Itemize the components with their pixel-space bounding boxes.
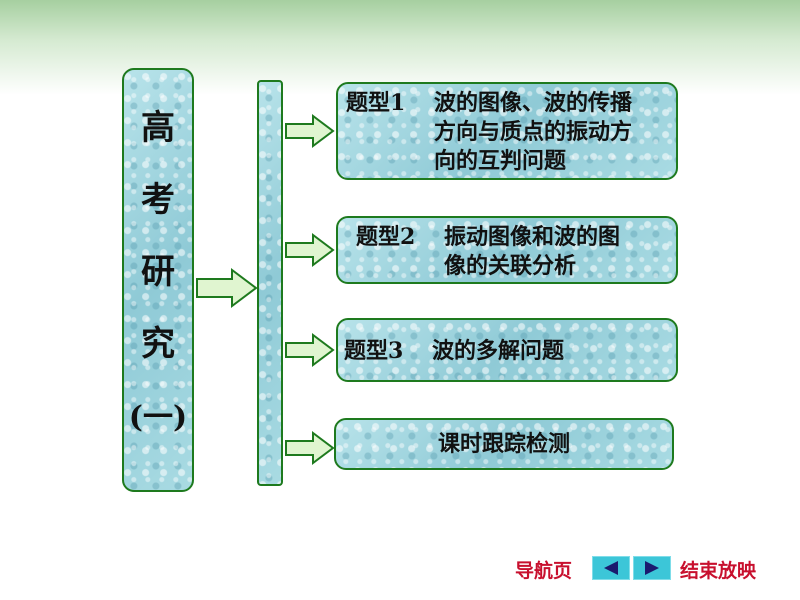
- topic-2-button[interactable]: 题型2 振动图像和波的图 像的关联分析: [336, 216, 678, 284]
- topic-text-line: 课时跟踪检测: [437, 431, 570, 457]
- right-arrow-icon: [285, 114, 335, 148]
- title-subtitle: (一): [128, 400, 188, 435]
- triangle-left-icon: [604, 561, 618, 575]
- right-arrow-icon: [196, 268, 258, 308]
- right-arrow-icon: [285, 233, 335, 267]
- topic-text-line: 振动图像和波的图: [444, 224, 621, 250]
- topic-label: 题型2: [356, 224, 416, 250]
- title-char: 考: [141, 180, 175, 220]
- section-title-panel: 高 考 研 究 (一): [122, 68, 194, 492]
- title-char: 研: [141, 252, 175, 292]
- topic-text-line: 方向与质点的振动方: [434, 119, 633, 145]
- previous-button[interactable]: [592, 556, 630, 580]
- guide-page-link[interactable]: 导航页: [515, 560, 573, 582]
- topic-text-line: 像的关联分析: [444, 253, 577, 279]
- practice-check-button[interactable]: 课时跟踪检测: [334, 418, 674, 470]
- end-show-link[interactable]: 结束放映: [680, 560, 757, 582]
- topic-text-line: 波的多解问题: [432, 338, 565, 364]
- connector-bar: [257, 80, 283, 486]
- topic-text-line: 波的图像、波的传播: [434, 90, 633, 116]
- topic-label: 题型3: [344, 338, 404, 364]
- right-arrow-icon: [285, 431, 335, 465]
- next-button[interactable]: [633, 556, 671, 580]
- triangle-right-icon: [645, 561, 659, 575]
- topic-1-button[interactable]: 题型1 波的图像、波的传播 方向与质点的振动方 向的互判问题: [336, 82, 678, 180]
- title-char: 高: [141, 108, 175, 148]
- right-arrow-icon: [285, 333, 335, 367]
- title-char: 究: [141, 324, 175, 364]
- topic-label: 题型1: [346, 90, 406, 116]
- topic-text-line: 向的互判问题: [434, 148, 567, 174]
- topic-3-button[interactable]: 题型3 波的多解问题: [336, 318, 678, 382]
